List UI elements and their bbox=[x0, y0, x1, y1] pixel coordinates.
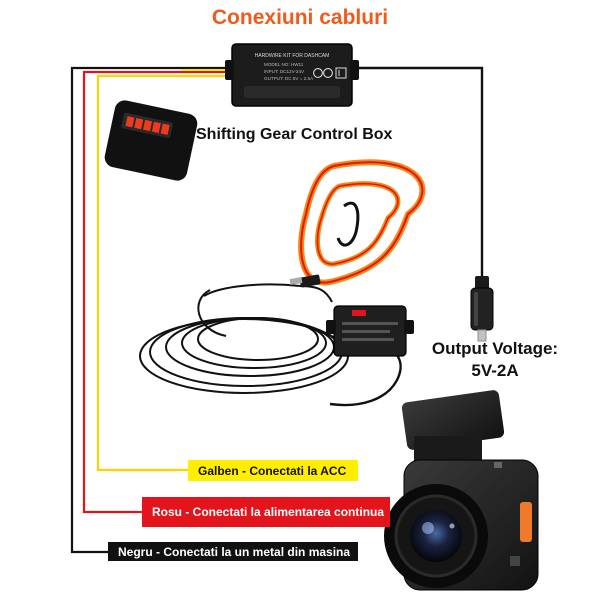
control-box-line3: INPUT: DC12V-24V bbox=[264, 69, 305, 74]
red-wire-label: Rosu - Conectati la alimentarea continua bbox=[142, 497, 390, 527]
wire-red bbox=[82, 70, 232, 514]
output-voltage-label: Output Voltage: bbox=[431, 339, 559, 358]
usb-c-plug-icon bbox=[470, 276, 494, 342]
page-title: Conexiuni cabluri bbox=[211, 6, 389, 29]
dashcam-icon bbox=[384, 390, 539, 591]
gear-box-callout: Shifting Gear Control Box bbox=[196, 126, 393, 143]
output-voltage-value: 5V-2A bbox=[471, 361, 519, 380]
black-wire-label: Negru - Conectati la un metal din masina bbox=[108, 542, 358, 561]
yellow-wire-label: Galben - Conectati la ACC bbox=[188, 460, 358, 481]
wire-output bbox=[350, 66, 484, 278]
output-voltage-callout: Output Voltage: 5V-2A bbox=[420, 338, 570, 382]
inline-box-icon bbox=[326, 305, 414, 357]
control-box-line1: HARDWIRE KIT FOR DASHCAM bbox=[255, 53, 330, 59]
coil-usb-plug-icon bbox=[289, 274, 321, 288]
orange-cable-loop bbox=[298, 159, 426, 286]
control-box-line2: MODEL NO: HW11 bbox=[264, 62, 304, 67]
gear-switch-icon bbox=[104, 100, 198, 181]
fcc-mark-icon bbox=[335, 67, 347, 79]
wire-yellow bbox=[96, 74, 232, 472]
ce-mark-icon bbox=[313, 68, 333, 78]
control-box-icon: HARDWIRE KIT FOR DASHCAM MODEL NO: HW11 … bbox=[225, 43, 359, 107]
wire-black bbox=[70, 66, 232, 554]
control-box-line4: OUTPUT: DC 5V = 2.5A bbox=[264, 76, 314, 81]
